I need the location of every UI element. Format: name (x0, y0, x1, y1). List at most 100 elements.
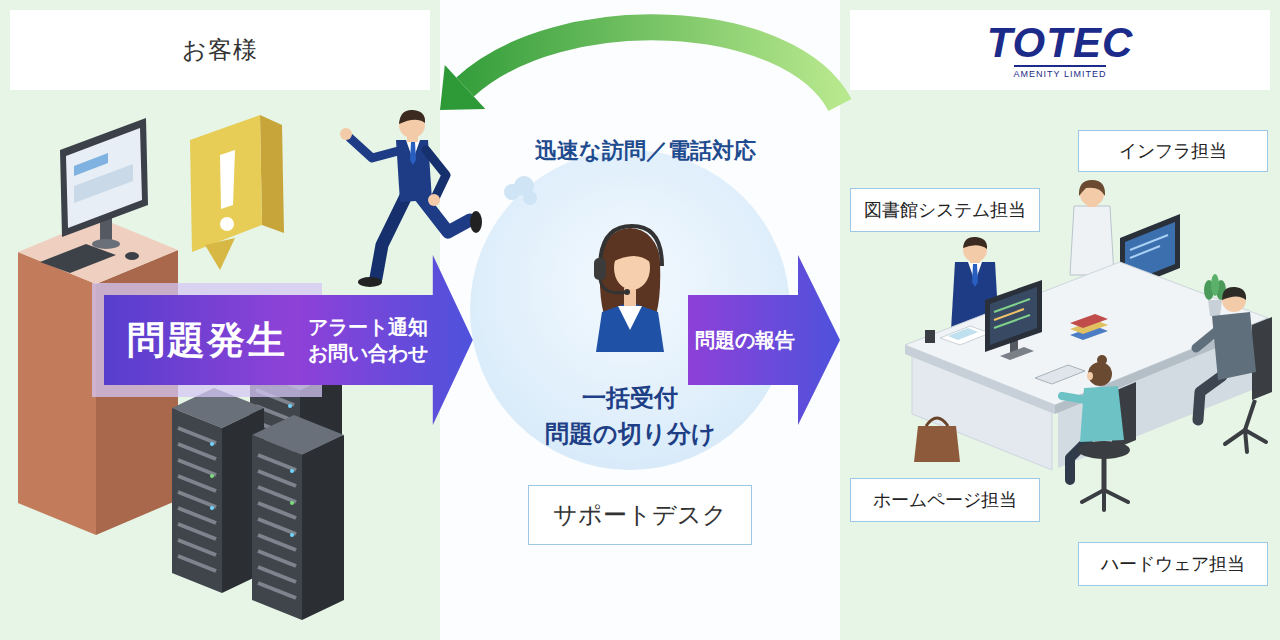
company-subtitle: AMENITY LIMITED (1014, 65, 1107, 80)
background (0, 0, 440, 640)
office-illustration (905, 180, 1272, 510)
node-label: ハードウェア担当 (1101, 552, 1245, 576)
support-desk-box: サポートデスク (528, 485, 752, 545)
band-title: お客様 (182, 34, 258, 66)
running-staff (340, 110, 482, 287)
motion-puff (504, 176, 537, 205)
running-staff (470, 211, 482, 233)
running-staff (420, 196, 470, 232)
office-illustration (1196, 330, 1218, 348)
background (840, 0, 1280, 640)
support-operator (596, 302, 664, 352)
office-illustration (905, 345, 1055, 414)
staff-box: 図書館システム担当 (850, 188, 1040, 232)
office-illustration (1080, 386, 1124, 442)
support-operator (600, 280, 626, 293)
office-illustration (963, 237, 987, 249)
office-illustration (985, 280, 1042, 352)
edge-label-holder: アラート通知 お問い合わせ (299, 295, 437, 385)
edge-label-holder: 問題の報告 (688, 295, 802, 385)
running-staff (358, 277, 382, 287)
office-illustration (1062, 396, 1086, 400)
office-illustration (1097, 355, 1107, 365)
running-staff (426, 150, 446, 196)
node-label: 問題発生 (127, 315, 287, 366)
edge-label: 問題の報告 (695, 327, 795, 353)
office-illustration (940, 326, 990, 345)
alert-bubble (190, 115, 262, 252)
office-illustration (972, 264, 978, 287)
computer (40, 244, 116, 273)
office-illustration (1245, 400, 1255, 430)
computer (74, 164, 133, 203)
node-label: 一括受付 問題の切り分け (530, 380, 730, 452)
office-illustration (1130, 246, 1160, 258)
support-operator (624, 289, 630, 295)
support-operator (612, 240, 650, 262)
arrow-body (465, 27, 840, 105)
servers (172, 388, 264, 593)
computer (74, 153, 108, 176)
computer (40, 118, 148, 273)
office-illustration (1082, 490, 1128, 510)
arrow-head (440, 65, 485, 110)
office-illustration (1252, 317, 1272, 400)
company-band-heading: TOTECAMENITY LIMITED (850, 10, 1270, 90)
office-illustration (1225, 430, 1266, 452)
office-illustration (1208, 300, 1222, 316)
support-operator (624, 288, 636, 306)
desk (96, 250, 178, 535)
office-illustration (1212, 312, 1256, 380)
office-illustration (1130, 235, 1168, 250)
office-illustration (1078, 441, 1130, 459)
office-illustration (1088, 362, 1112, 386)
node-label: サポートデスク (553, 499, 727, 531)
servers (252, 415, 344, 620)
alert-bubble (190, 115, 284, 270)
curved-arrow (440, 27, 840, 110)
servers (172, 350, 344, 620)
office-illustration (926, 418, 948, 426)
label-patch: 問題の報告 (688, 295, 802, 385)
customer-band-heading: お客様 (10, 10, 430, 90)
desk (18, 252, 96, 535)
edge-label: アラート通知 お問い合わせ (306, 314, 430, 366)
office-illustration (1035, 365, 1085, 384)
node-label: インフラ担当 (1119, 139, 1227, 163)
alert-bubble (220, 150, 235, 209)
office-illustration (994, 299, 1030, 312)
office-illustration (1222, 287, 1246, 300)
problem-box: 問題発生 (104, 295, 310, 385)
running-staff (410, 142, 416, 165)
support-operator (600, 226, 662, 268)
support-operator (594, 258, 606, 280)
edge-label-holder: 迅速な訪問／電話対応 (535, 136, 756, 166)
label-patch: アラート通知 お問い合わせ (299, 295, 437, 385)
office-illustration (1211, 274, 1219, 296)
office-illustration (1079, 180, 1105, 196)
office-illustration (914, 426, 960, 462)
office-illustration (925, 330, 935, 343)
alert-bubble (220, 217, 234, 231)
office-illustration (948, 328, 978, 340)
staff-box: インフラ担当 (1078, 130, 1268, 172)
office-illustration (1198, 376, 1222, 420)
running-staff (376, 196, 406, 278)
computer (92, 239, 120, 249)
office-illustration (994, 315, 1030, 328)
node-label: ホームページ担当 (873, 488, 1017, 512)
edge-label: 迅速な訪問／電話対応 (535, 136, 756, 166)
support-operator (594, 226, 664, 352)
staff-box: ホームページ担当 (850, 478, 1040, 522)
running-staff (399, 110, 425, 124)
office-illustration (1000, 347, 1034, 360)
office-illustration (1070, 206, 1114, 275)
running-staff (428, 194, 440, 206)
motion-puff (523, 191, 537, 205)
company-logo: TOTEC (987, 21, 1134, 65)
office-illustration (1087, 372, 1093, 380)
computer (125, 252, 139, 260)
background (440, 0, 840, 640)
desk (18, 218, 178, 284)
